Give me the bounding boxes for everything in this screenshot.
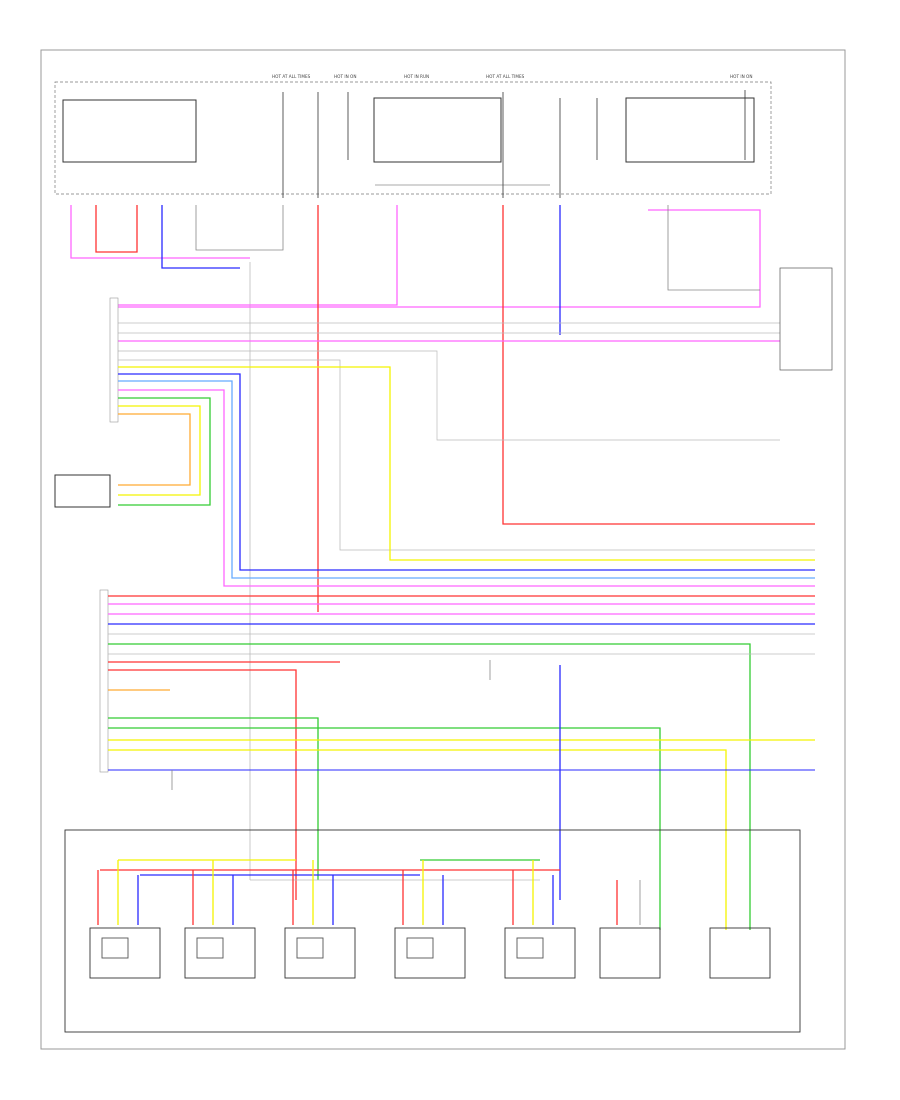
upper-wires — [70, 205, 815, 880]
module-inner-4 — [406, 937, 434, 959]
wire-gray-bus — [118, 359, 815, 551]
wire-pink-bus-2 — [118, 209, 761, 308]
wire-red-503 — [502, 205, 815, 525]
module-inner-3 — [296, 937, 324, 959]
relay-box-3 — [625, 97, 755, 163]
module-connector-lower — [99, 589, 109, 773]
lower-wires — [97, 859, 641, 925]
module-box-5 — [504, 927, 576, 979]
module-box-4 — [394, 927, 466, 979]
fuse-label-4: HOT AT ALL TIMES — [486, 74, 525, 79]
module-box-1 — [89, 927, 161, 979]
wire-red-vert-296 — [108, 669, 297, 900]
module-box-6 — [599, 927, 661, 979]
power-distribution-box — [54, 81, 772, 195]
fuse-label-2: HOT IN ON — [334, 74, 356, 79]
wire-red-loop — [95, 205, 138, 253]
fuse-feeds — [282, 90, 746, 198]
module-inner-1 — [101, 937, 129, 959]
wire-green-sensor — [118, 397, 211, 506]
lower-components-frame — [64, 829, 801, 1033]
wire-green-lower — [108, 643, 751, 930]
wire-pink-top-left — [70, 205, 250, 259]
module-connector-upper — [109, 297, 119, 423]
wire-pink-bus-1 — [118, 205, 398, 306]
mid-wires — [108, 359, 815, 930]
wire-yellow-vert-726 — [108, 749, 727, 930]
modules — [89, 927, 771, 979]
wire-blue-top-left — [161, 205, 240, 269]
wire-yellow-bus — [118, 366, 815, 561]
module-box-2 — [184, 927, 256, 979]
wire-gray-top-1 — [195, 205, 284, 251]
module-inner-5 — [516, 937, 544, 959]
wire-gray-switch — [667, 205, 760, 291]
relay-box-1 — [62, 99, 197, 163]
outer-border — [40, 49, 846, 1050]
wire-lightblue-bus — [118, 380, 815, 579]
fuse-label-5: HOT IN ON — [730, 74, 752, 79]
switch-box — [779, 267, 833, 371]
wire-green-vert-318 — [108, 717, 319, 880]
sensor-box — [54, 474, 111, 508]
wire-gray-h4 — [118, 350, 780, 441]
wire-green-vert-660 — [108, 727, 661, 930]
wire-yellow-sensor — [118, 405, 201, 496]
fuse-label-3: HOT IN RUN — [404, 74, 429, 79]
fuse-label-1: HOT AT ALL TIMES — [272, 74, 311, 79]
module-box-7 — [709, 927, 771, 979]
wire-blue-bus — [118, 373, 815, 571]
relay-box-2 — [373, 97, 502, 163]
wire-pink-bus-3 — [118, 389, 815, 587]
wire-orange-sensor — [118, 413, 191, 486]
fuse-label-group: HOT AT ALL TIMES HOT IN ON HOT IN RUN HO… — [272, 74, 752, 79]
module-box-3 — [284, 927, 356, 979]
module-inner-2 — [196, 937, 224, 959]
